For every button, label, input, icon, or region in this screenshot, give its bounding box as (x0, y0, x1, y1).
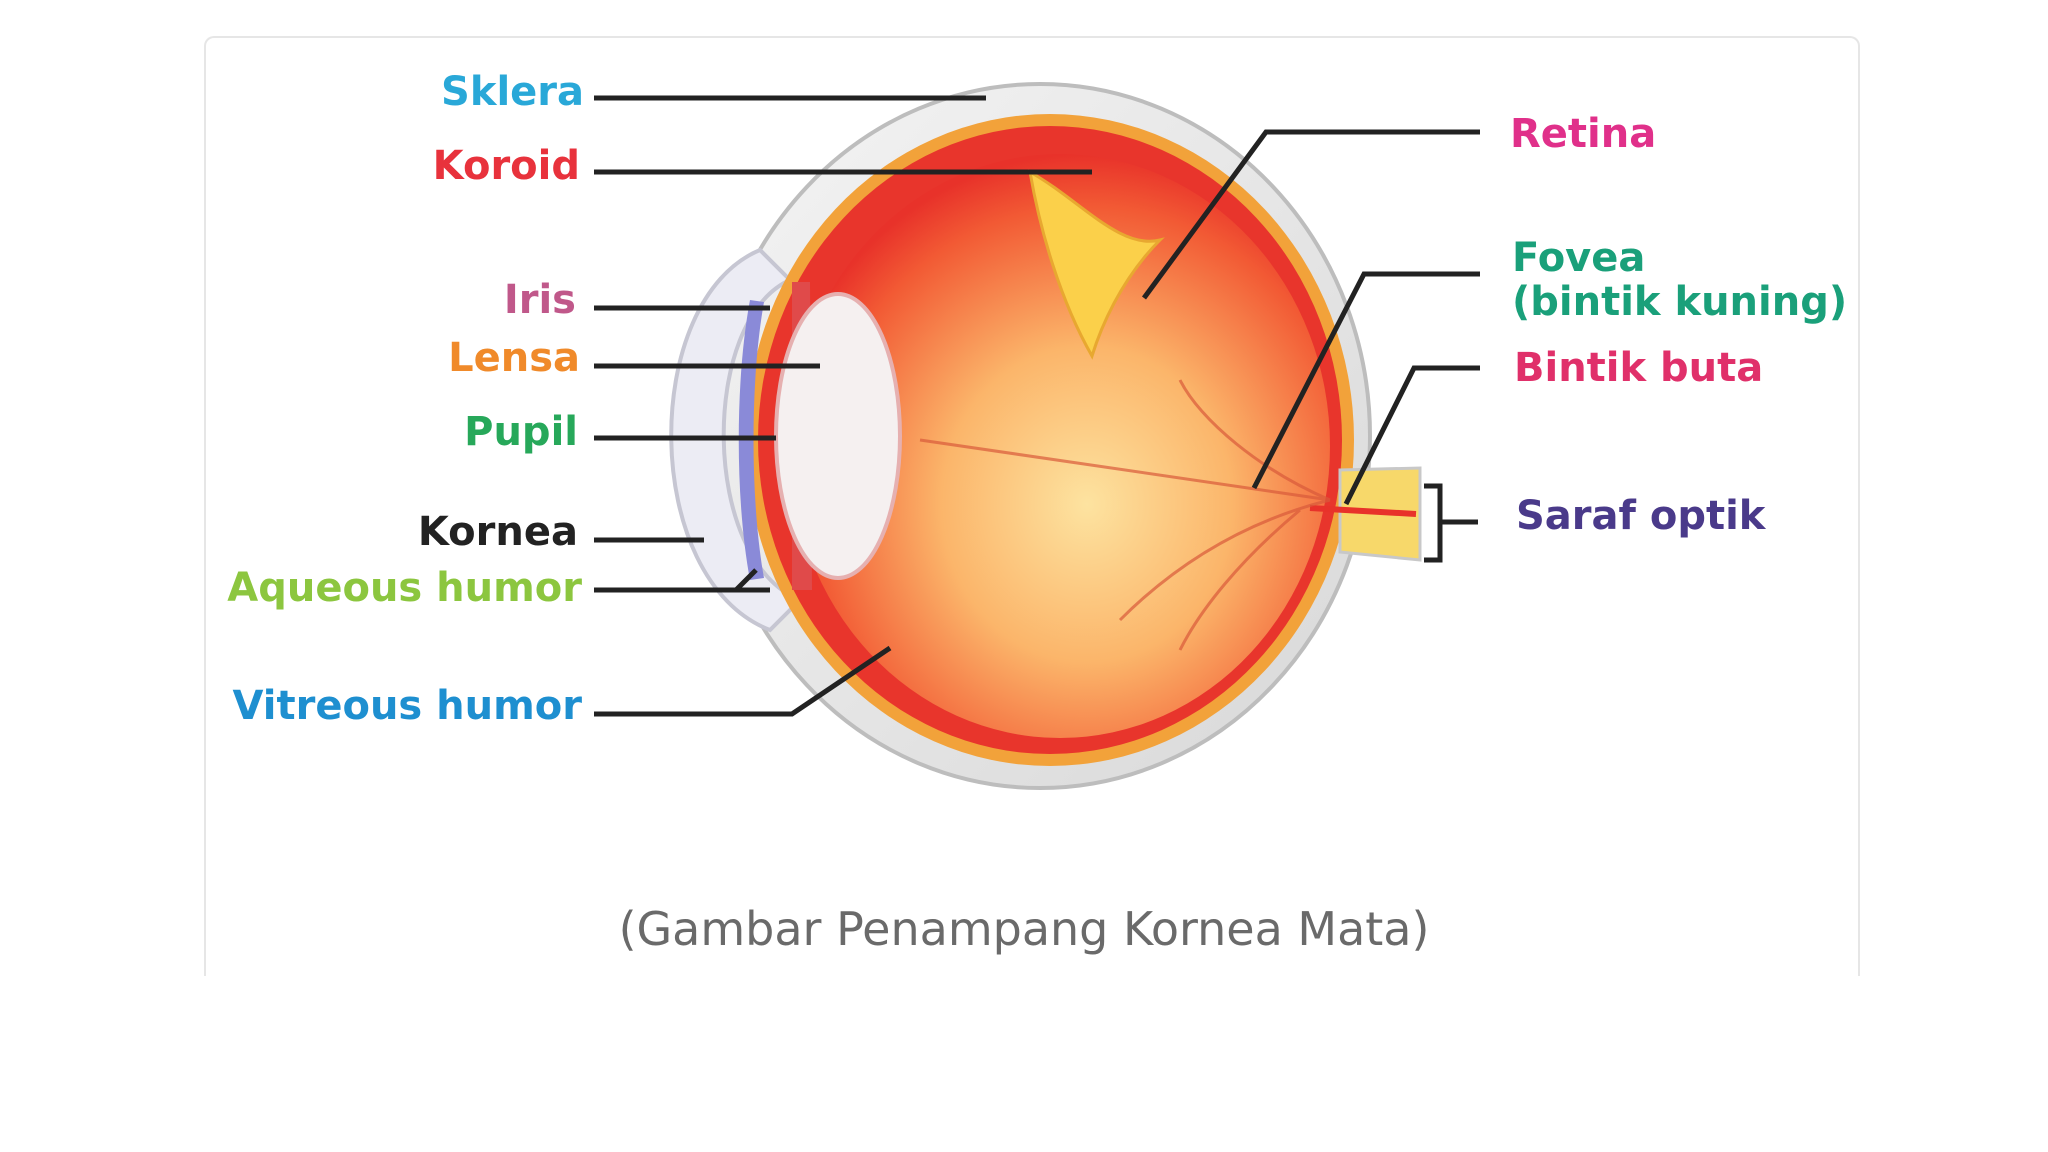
label-sklera: Sklera (441, 69, 584, 115)
label-kornea: Kornea (417, 509, 578, 555)
label-fovea-sub: (bintik kuning) (1512, 279, 1848, 325)
label-bintik-buta: Bintik buta (1514, 345, 1764, 391)
optic-nerve-vessel (1309, 505, 1417, 517)
figure-caption: (Gambar Penampang Kornea Mata) (618, 902, 1430, 956)
vitreous-humor-shape (790, 154, 1330, 738)
leader-line-bintik-buta (1343, 365, 1480, 506)
label-iris: Iris (503, 277, 576, 323)
leader-line-aqueous-humor (594, 568, 770, 593)
label-vitreous-humor: Vitreous humor (232, 683, 582, 729)
leader-line-vitreous-humor (594, 645, 892, 717)
retina-flap (1027, 169, 1165, 360)
label-koroid: Koroid (432, 143, 580, 189)
lensa-shape (774, 292, 902, 580)
kornea-shape (669, 247, 804, 633)
label-saraf-optik: Saraf optik (1516, 493, 1766, 539)
leader-line-retina (1141, 129, 1480, 300)
leader-line-fovea (1251, 271, 1480, 490)
saraf-optik-bracket (1424, 483, 1478, 563)
label-fovea: Fovea (1512, 235, 1646, 281)
label-aqueous-humor: Aqueous humor (227, 565, 582, 611)
label-retina: Retina (1510, 111, 1657, 157)
label-lensa: Lensa (448, 335, 580, 381)
blood-vessel (919, 379, 1331, 651)
label-pupil: Pupil (464, 409, 578, 455)
